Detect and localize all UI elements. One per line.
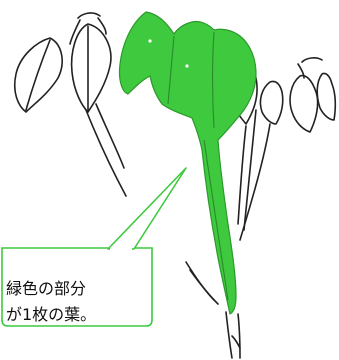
leaf-highlight-dot-2 [185,64,189,68]
callout-bubble [1,247,153,327]
callout-line-1: 緑色の部分 [6,279,87,298]
callout-text: 緑色の部分 が1枚の葉。 [6,276,156,328]
left-leaf-outer [13,37,63,113]
highlighted-leaf [118,11,257,315]
right-leaf-small-1 [259,80,284,125]
right-leaf-small-2 [289,74,319,133]
left-leaf-inner [70,23,112,113]
right-leaf-small-3 [316,72,337,121]
callout-line-2: が1枚の葉。 [6,305,97,324]
callout-pointer [107,167,187,250]
leaf-highlight-dot-1 [148,39,152,43]
